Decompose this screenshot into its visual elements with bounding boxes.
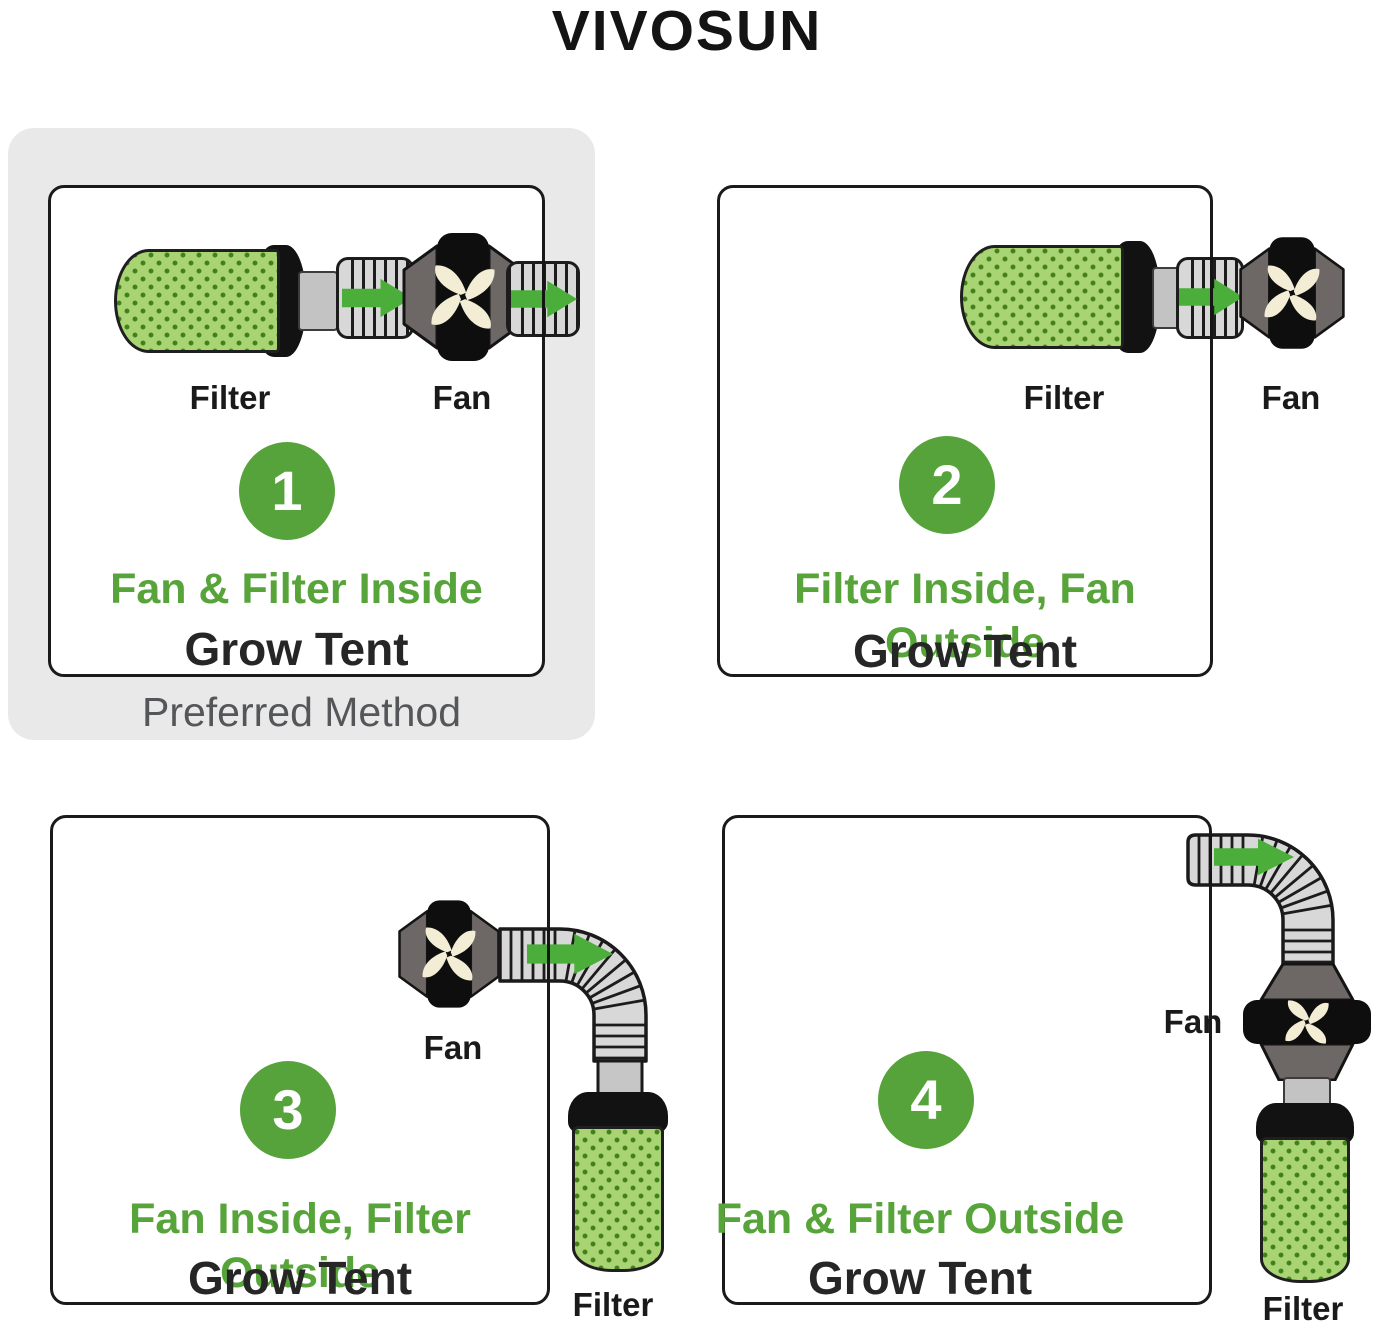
fan-label: Fan: [1261, 379, 1321, 416]
filter-label: Filter: [572, 1286, 654, 1323]
carbon-filter: [114, 249, 280, 353]
method-number-badge: 3: [240, 1061, 336, 1159]
method-headline: Fan Inside, Filter Outside: [129, 1195, 471, 1297]
grow-tent-label: Grow Tent: [184, 623, 409, 675]
method-number-badge: 2: [899, 436, 995, 534]
grow-tent-label: Grow Tent: [852, 625, 1078, 677]
carbon-filter: [1260, 1137, 1350, 1283]
filter-flange: [298, 271, 338, 331]
filter-label: Filter: [1262, 1290, 1344, 1326]
fan-label: Fan: [432, 379, 492, 416]
filter-label: Filter: [1023, 379, 1105, 416]
brand-logo: VIVOSUN: [551, 0, 823, 63]
inline-fan: [397, 891, 501, 1017]
tent-wall-line: [1210, 257, 1213, 339]
fan-label: Fan: [423, 1029, 483, 1066]
tent-wall-line: [547, 929, 550, 981]
carbon-filter: [960, 245, 1124, 349]
fan-label: Fan: [1163, 1003, 1223, 1040]
method-number-badge: 1: [239, 442, 335, 540]
method-headline: Fan & Filter Outside: [715, 1195, 1125, 1243]
method-headline: Filter Inside, Fan Outside: [794, 565, 1136, 667]
inline-fan: [1238, 226, 1346, 360]
carbon-filter: [572, 1126, 664, 1272]
grow-tent-box-3: [50, 815, 550, 1305]
tent-wall-line: [542, 261, 545, 337]
method-number-badge: 4: [878, 1051, 974, 1149]
grow-tent-box-4: [722, 815, 1212, 1305]
tent-wall-line: [1209, 835, 1212, 885]
grow-tent-label: Grow Tent: [807, 1252, 1033, 1304]
method-headline: Fan & Filter Inside: [110, 565, 483, 613]
preferred-method-note: Preferred Method: [141, 689, 462, 735]
grow-tent-label: Grow Tent: [187, 1252, 413, 1304]
filter-label: Filter: [189, 379, 271, 416]
